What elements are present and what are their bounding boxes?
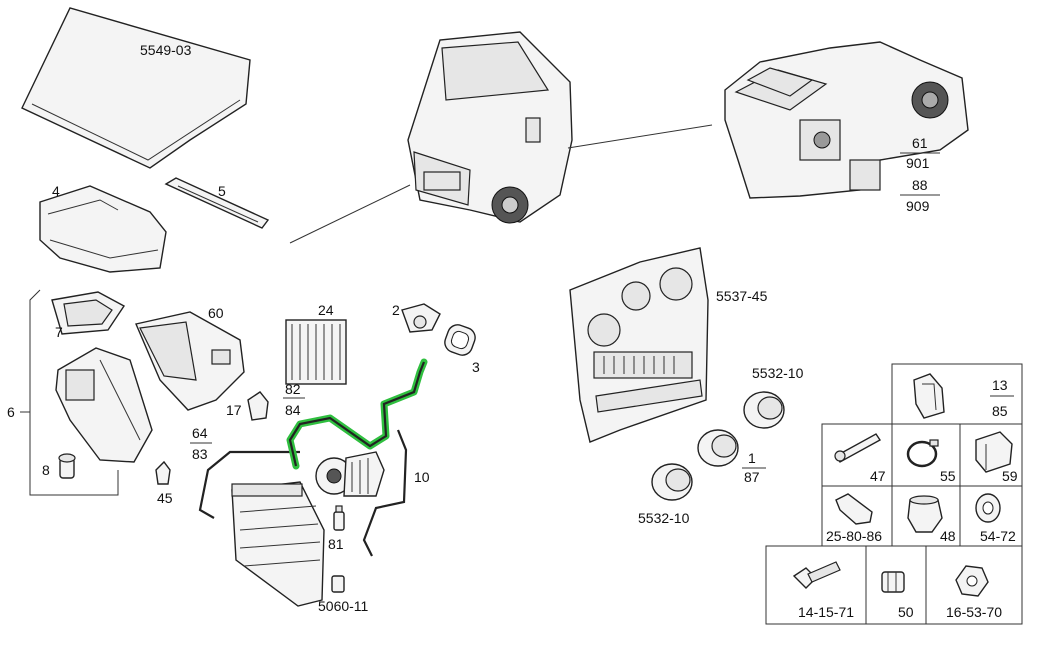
label-7: 7 (55, 324, 63, 340)
housing-part-4[interactable] (39, 185, 167, 273)
knob-label-1: 1 (748, 450, 756, 466)
label-24: 24 (318, 302, 334, 318)
grid-label-55: 55 (940, 468, 956, 484)
clamp-part-55[interactable] (906, 439, 939, 468)
knob-top-label: 5532-10 (752, 365, 804, 381)
heater-label-61: 61 (912, 135, 928, 151)
clip-part-25-80-86[interactable] (835, 493, 873, 525)
grid-label-25-80-86: 25-80-86 (826, 528, 882, 544)
valve-part-2[interactable] (401, 303, 441, 333)
label-83: 83 (192, 446, 208, 462)
grid-label-59: 59 (1002, 468, 1018, 484)
truck-pointer-left (289, 184, 411, 244)
knob-bottom-label: 5532-10 (638, 510, 690, 526)
truck-pointer-right (567, 124, 713, 149)
label-81: 81 (328, 536, 344, 552)
highlighted-ac-pipe[interactable] (286, 358, 428, 470)
label-17: 17 (226, 402, 242, 418)
knob-bottom[interactable] (651, 463, 693, 501)
grid-label-85: 85 (992, 403, 1008, 419)
label-84: 84 (285, 402, 301, 418)
grid-label-13: 13 (992, 377, 1008, 393)
hose-10[interactable] (362, 429, 408, 557)
label-10: 10 (414, 469, 430, 485)
truck-illustration[interactable] (407, 31, 573, 224)
screw-part-47[interactable] (834, 433, 882, 463)
label-64: 64 (192, 425, 208, 441)
hood-part[interactable] (21, 7, 251, 169)
evaporator-housing[interactable] (55, 347, 153, 463)
condenser-part[interactable] (231, 481, 325, 607)
bolt-part-14-15-71[interactable] (792, 561, 841, 589)
seal-part-3[interactable] (442, 322, 478, 358)
cabin-filter-part-24[interactable] (285, 319, 347, 385)
grid-label-47: 47 (870, 468, 886, 484)
grid-label-54-72: 54-72 (980, 528, 1016, 544)
hose-64-83[interactable] (198, 450, 300, 519)
bracket-part-13[interactable] (913, 373, 945, 419)
actuator-part-17[interactable] (247, 391, 269, 421)
sensor-part-81[interactable] (333, 505, 345, 531)
label-4: 4 (52, 183, 60, 199)
label-3: 3 (472, 359, 480, 375)
heater-label-88: 88 (912, 177, 928, 193)
heater-label-901: 901 (906, 155, 930, 171)
grid-label-48: 48 (940, 528, 956, 544)
grid-label-14-15-71: 14-15-71 (798, 604, 854, 620)
grid-label-16-53-70: 16-53-70 (946, 604, 1002, 620)
clip-part-45[interactable] (155, 460, 171, 485)
heater-label-909: 909 (906, 198, 930, 214)
heater-unit-part[interactable] (724, 41, 969, 199)
flange-nut-part-16-53-70[interactable] (955, 565, 989, 597)
cap-part-8[interactable] (58, 453, 76, 479)
hood-label: 5549-03 (140, 42, 192, 58)
knob-top[interactable] (743, 391, 785, 429)
label-8: 8 (42, 462, 50, 478)
bracket-6 (29, 289, 119, 496)
knob-middle[interactable] (697, 429, 739, 467)
knob-label-87: 87 (744, 469, 760, 485)
label-2: 2 (392, 302, 400, 318)
label-6: 6 (7, 404, 15, 420)
label-82: 82 (285, 381, 301, 397)
relay-part-59[interactable] (975, 431, 1013, 473)
condenser-label: 5060-11 (318, 598, 369, 614)
grid-label-50: 50 (898, 604, 914, 620)
compressor[interactable] (315, 451, 385, 497)
label-60: 60 (208, 305, 224, 321)
label-45: 45 (157, 490, 173, 506)
grommet-part-48[interactable] (907, 495, 943, 533)
label-5: 5 (218, 183, 226, 199)
gasket-part-7[interactable] (51, 291, 126, 335)
duct-part-60[interactable] (135, 311, 245, 411)
washer-part-54-72[interactable] (975, 493, 1001, 523)
dashboard-panel-part[interactable] (569, 247, 709, 443)
filter-strip-part-5[interactable] (164, 177, 270, 229)
nut-part-50[interactable] (881, 571, 905, 593)
small-fitting[interactable] (331, 575, 345, 593)
dashboard-label: 5537-45 (716, 288, 768, 304)
